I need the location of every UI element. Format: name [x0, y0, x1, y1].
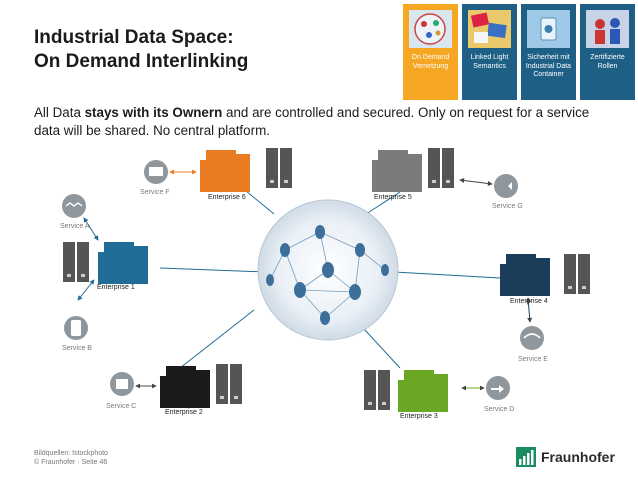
fraunhofer-mark-icon [516, 447, 536, 467]
intro-prefix: All Data [34, 105, 85, 120]
server-icon [216, 364, 242, 404]
enterprise-1-label: Enterprise 1 [97, 284, 135, 291]
enterprise-4-label: Enterprise 4 [510, 298, 548, 305]
semantic-labels-icon [468, 10, 511, 48]
service-e-label: Service E [518, 356, 548, 363]
feature-tiles: On Demand Vernetzung Linked Light Semant… [403, 4, 635, 100]
building-icon [398, 370, 448, 412]
slide-title-line2: On Demand Interlinking [34, 51, 249, 72]
intro-bold: stays with its Ownern [84, 105, 223, 120]
tile-label: Sicherheit mit Industrial Data Container [525, 54, 572, 78]
tile-certified-roles[interactable]: Zertifizierte Rollen [580, 4, 635, 100]
server-icon [428, 148, 454, 188]
server-icon [63, 242, 89, 282]
building-icon [98, 242, 148, 284]
service-b-label: Service B [62, 345, 92, 352]
arrow-service-a [83, 217, 99, 241]
tile-label: Zertifizierte Rollen [590, 54, 625, 70]
enterprise-6-label: Enterprise 6 [208, 194, 246, 201]
service-a-icon [62, 194, 86, 218]
enterprise-6-group [200, 148, 292, 192]
tile-linked-semantics[interactable]: Linked Light Semantics [462, 4, 517, 100]
building-icon [200, 150, 250, 192]
roles-people-icon [586, 10, 629, 48]
enterprise-3-label: Enterprise 3 [400, 413, 438, 420]
footer: Bildquellen: Istockphoto © Fraunhofer · … [34, 449, 108, 467]
footer-copyright: © Fraunhofer · Seite 46 [34, 459, 108, 466]
service-f-icon [144, 160, 168, 184]
server-icon [266, 148, 292, 188]
network-globe-icon [409, 10, 452, 48]
enterprise-2-group [160, 364, 242, 408]
arrow-service-e [525, 297, 533, 323]
enterprise-5-group [372, 148, 454, 192]
enterprise-4-group [500, 254, 590, 296]
tile-on-demand[interactable]: On Demand Vernetzung [403, 4, 458, 100]
fraunhofer-logo: Fraunhofer [516, 447, 615, 467]
data-container-icon [527, 10, 570, 48]
footer-image-source: Bildquellen: Istockphoto [34, 450, 108, 457]
intro-suffix: and are controlled and secured. Only on … [34, 105, 590, 138]
service-b-icon [64, 316, 88, 340]
service-g-icon [494, 174, 518, 198]
enterprise-1-group [63, 242, 148, 284]
service-f-label: Service F [140, 189, 170, 196]
building-icon [372, 150, 422, 192]
intro-text: All Data stays with its Ownern and are c… [34, 104, 594, 140]
service-d-icon [486, 376, 510, 400]
fraunhofer-wordmark: Fraunhofer [541, 449, 615, 465]
tile-label: On Demand Vernetzung [411, 54, 450, 70]
tile-security-container[interactable]: Sicherheit mit Industrial Data Container [521, 4, 576, 100]
network-globe [257, 199, 399, 341]
slide-title-line1: Industrial Data Space: [34, 27, 234, 48]
arrow-service-b [77, 279, 95, 301]
server-icon [564, 254, 590, 294]
service-c-label: Service C [106, 403, 137, 410]
service-a-label: Service A [60, 223, 90, 230]
server-icon [364, 370, 390, 410]
service-g-label: Service G [492, 203, 523, 210]
tile-label: Linked Light Semantics [470, 54, 509, 70]
service-e-icon [520, 326, 544, 350]
building-icon [500, 254, 550, 296]
arrow-service-g [459, 178, 493, 186]
enterprise-3-group [364, 370, 448, 412]
service-c-icon [110, 372, 134, 396]
enterprise-2-label: Enterprise 2 [165, 409, 203, 416]
building-icon [160, 366, 210, 408]
enterprise-5-label: Enterprise 5 [374, 194, 412, 201]
service-d-label: Service D [484, 406, 515, 413]
slide-title: Industrial Data Space: On Demand Interli… [34, 26, 248, 74]
